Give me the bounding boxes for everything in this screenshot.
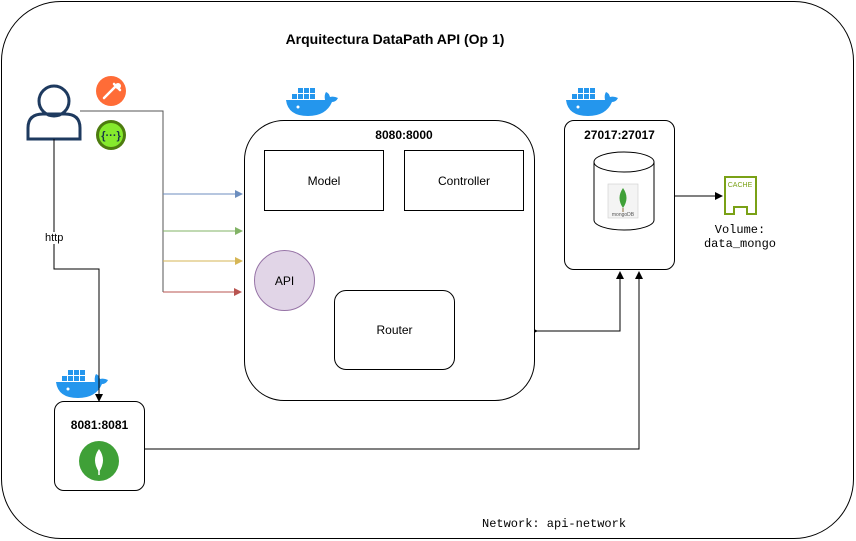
mongodb-icon: mongoDB	[593, 151, 655, 231]
api-circle: API	[254, 250, 315, 311]
express-mongo-connector	[145, 271, 643, 450]
mongo-container-ports: 27017:27017	[584, 128, 655, 142]
http-connector	[53, 139, 103, 402]
mongo-express-ports: 8081:8081	[70, 418, 129, 432]
controller-label: Controller	[437, 173, 491, 188]
svg-text:CACHE: CACHE	[728, 182, 753, 189]
volume-label: Volume: data_mongo	[700, 223, 780, 251]
docker-icon	[56, 370, 108, 398]
router-label: Router	[376, 323, 413, 337]
svg-text:{···}: {···}	[101, 130, 121, 142]
client-connector	[80, 110, 164, 292]
docker-icon	[566, 88, 618, 116]
model-box: Model	[264, 150, 384, 211]
router-box: Router	[334, 290, 455, 370]
api-mongo-connector	[530, 271, 624, 335]
volume-cache-icon: CACHE	[724, 176, 757, 215]
diagram-title: Arquitectura DataPath API (Op 1)	[285, 31, 505, 47]
model-label: Model	[307, 173, 341, 188]
svg-text:mongoDB: mongoDB	[612, 212, 635, 218]
mongo-express-icon	[79, 441, 119, 481]
http-label: http	[44, 232, 65, 244]
postman-icon	[96, 76, 126, 106]
controller-box: Controller	[404, 150, 524, 211]
volume-label-line2: data_mongo	[703, 237, 776, 251]
user-icon	[26, 84, 82, 141]
network-label: Network: api-network	[482, 517, 627, 531]
api-label: API	[274, 273, 295, 288]
volume-label-line1: Volume:	[714, 223, 766, 237]
swagger-icon: {···}	[96, 120, 126, 150]
api-container-ports: 8080:8000	[375, 128, 433, 142]
docker-icon	[286, 88, 338, 116]
